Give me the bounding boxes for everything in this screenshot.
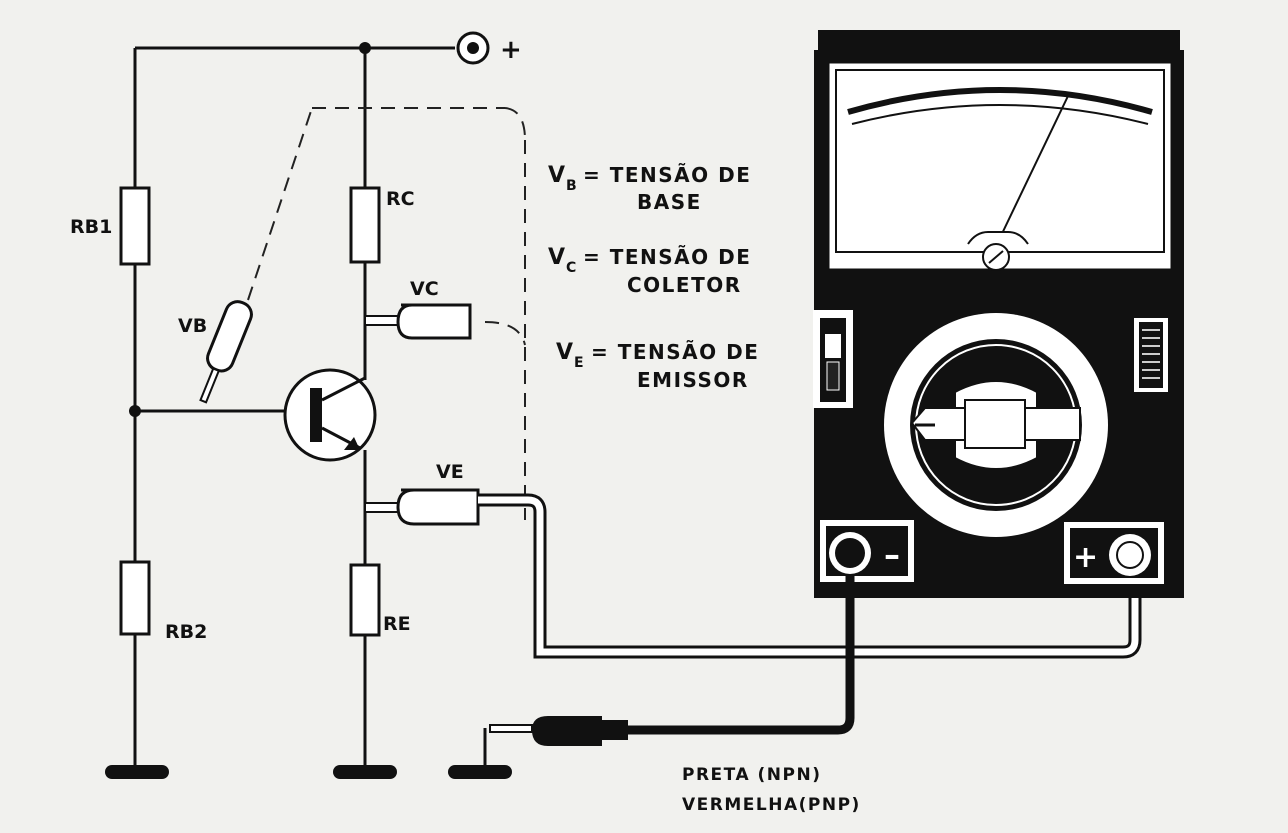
legend-ve-text: = TENSÃO DE: [591, 340, 759, 364]
bias-divider-branch: [105, 48, 169, 779]
range-switch-left[interactable]: [813, 310, 853, 408]
terminal-positive[interactable]: +: [1064, 522, 1164, 584]
re-label: RE: [383, 613, 411, 635]
legend-item-vc: V C = TENSÃO DE COLETOR: [548, 245, 751, 297]
legend-ve-text2: EMISSOR: [637, 368, 749, 392]
probe-caption-line1: PRETA (NPN): [682, 765, 821, 785]
ve-label: VE: [436, 461, 464, 483]
legend-vc-sub: C: [566, 260, 576, 276]
power-rail: [135, 31, 490, 65]
meter-needle: [997, 95, 1069, 243]
plus-label: +: [1073, 540, 1098, 575]
probe-caption-line2: VERMELHA(PNP): [682, 795, 861, 815]
legend: V B = TENSÃO DE BASE V C = TENSÃO DE COL…: [548, 163, 759, 392]
vb-label: VB: [178, 315, 207, 337]
legend-vc-text: = TENSÃO DE: [583, 245, 751, 269]
legend-vc-symbol: V: [548, 245, 565, 270]
legend-vc-text2: COLETOR: [627, 273, 742, 297]
meter-display: [826, 60, 1174, 272]
rb2-resistor: [119, 560, 151, 636]
vb-probe: [199, 107, 526, 520]
rb1-label: RB1: [70, 216, 112, 238]
legend-ve-symbol: V: [556, 340, 573, 365]
re-resistor: [349, 563, 381, 637]
vc-probe: [364, 303, 526, 346]
ve-probe: [364, 488, 1142, 659]
multimeter: – +: [813, 30, 1184, 598]
rc-label: RC: [386, 188, 415, 210]
legend-item-vb: V B = TENSÃO DE BASE: [548, 163, 751, 214]
ground-center: [333, 765, 397, 779]
minus-label: –: [884, 536, 900, 574]
legend-vb-text: = TENSÃO DE: [583, 163, 751, 187]
legend-vb-text2: BASE: [637, 190, 702, 214]
collector-emitter-branch: [333, 48, 397, 779]
adjust-knob-right[interactable]: [1134, 318, 1168, 392]
ground-left: [105, 765, 169, 779]
legend-ve-sub: E: [574, 355, 584, 371]
rc-resistor: [349, 186, 381, 264]
vc-label: VC: [410, 278, 439, 300]
legend-vb-symbol: V: [548, 163, 565, 188]
ground-right: [448, 765, 512, 779]
legend-item-ve: V E = TENSÃO DE EMISSOR: [556, 340, 759, 392]
legend-vb-sub: B: [566, 178, 577, 194]
rb2-label: RB2: [165, 621, 207, 643]
supply-plus-symbol: +: [500, 35, 522, 65]
black-test-lead: [448, 575, 855, 779]
rb1-resistor: [119, 186, 151, 266]
selector-dial[interactable]: [884, 313, 1108, 537]
terminal-negative[interactable]: –: [820, 520, 914, 582]
npn-transistor: [135, 368, 377, 462]
